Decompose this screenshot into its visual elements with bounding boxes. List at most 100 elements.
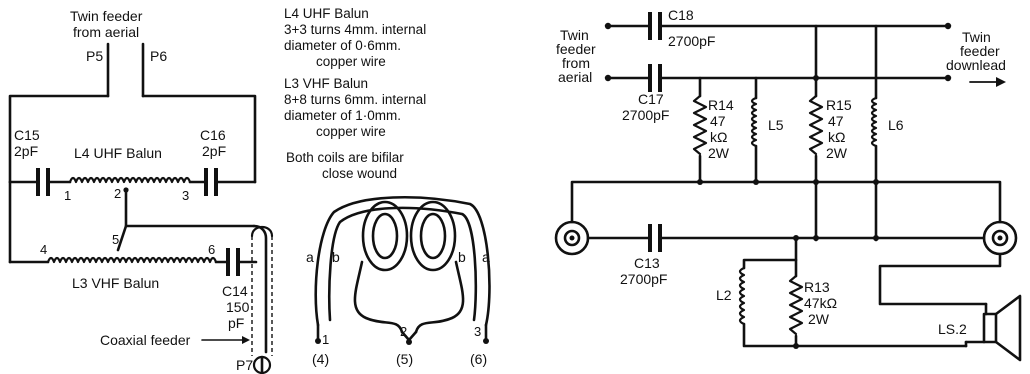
c13-name: C13 xyxy=(634,255,660,271)
coil-pin-4: (4) xyxy=(312,351,329,367)
left-balun-circuit: Twin feeder from aerial P5 P6 C15 2pF L4… xyxy=(8,8,274,374)
l4-uhf-balun-coil xyxy=(68,176,192,184)
l3-label: L3 VHF Balun xyxy=(72,275,159,291)
coil-outer-loop xyxy=(314,195,491,327)
l4-note-line-2: diameter of 0·6mm. xyxy=(284,38,401,53)
tap-1: 1 xyxy=(64,188,71,203)
c15-value: 2pF xyxy=(14,143,38,159)
c14-name: C14 xyxy=(222,283,248,299)
in-label-4: aerial xyxy=(558,69,592,85)
l6-label: L6 xyxy=(888,117,904,133)
right-filter-circuit: Twin feeder from aerial C18 2700pF C17 2… xyxy=(554,7,1022,362)
c16-value: 2pF xyxy=(202,143,226,159)
coax-inner xyxy=(252,224,268,354)
both-note-line-1: Both coils are bifilar xyxy=(286,150,404,165)
winding-notes: L4 UHF Balun 3+3 turns 4mm. internal dia… xyxy=(284,6,426,181)
coil-label-b-right: b xyxy=(458,249,466,265)
r14-v2: kΩ xyxy=(710,129,727,145)
ls-label: LS.2 xyxy=(938,321,967,337)
l3-note-line-3: copper wire xyxy=(316,124,386,139)
r13-power: 2W xyxy=(808,311,830,327)
p6-wire xyxy=(141,94,257,184)
loudspeaker-magnet xyxy=(982,312,998,344)
c17-value: 2700pF xyxy=(622,107,669,123)
coil-pin-5: (5) xyxy=(396,351,413,367)
coil-turn-left-inner xyxy=(371,212,399,260)
coil-turn-right-inner xyxy=(419,212,447,260)
coil-pin-3: 3 xyxy=(474,324,481,339)
in-label-2: feeder xyxy=(556,41,596,57)
r15-v1: 47 xyxy=(828,113,844,129)
out-label-1: Twin xyxy=(962,29,991,45)
in-label-1: Twin xyxy=(560,27,589,43)
tap2-link-wire xyxy=(124,188,256,228)
c14-value-2: pF xyxy=(228,315,244,331)
p7-label: P7 xyxy=(236,357,253,373)
c13-value: 2700pF xyxy=(620,271,667,287)
l6-coil xyxy=(870,96,878,148)
l5-label: L5 xyxy=(768,117,784,133)
tap-5: 5 xyxy=(112,232,119,247)
c16-name: C16 xyxy=(200,127,226,143)
out-label-3: downlead xyxy=(946,57,1006,73)
l2-coil xyxy=(738,266,746,326)
coil-turn-right-outer xyxy=(409,200,457,272)
p5-wire xyxy=(8,94,110,184)
p5-label: P5 xyxy=(86,48,103,64)
tap-2: 2 xyxy=(114,186,121,201)
twin-feeder-label-2: from aerial xyxy=(73,24,139,40)
both-note-line-2: close wound xyxy=(322,166,397,181)
r14-name: R14 xyxy=(708,97,734,113)
bifilar-coil-drawing: a b b a 1 2 3 (4) (5) (6) xyxy=(306,195,491,367)
ls-feed-wire xyxy=(878,252,1002,306)
coil-turn-left-outer xyxy=(361,200,409,272)
r15-v3: 2W xyxy=(826,145,848,161)
in-label-3: from xyxy=(562,55,590,71)
r14-v3: 2W xyxy=(708,145,730,161)
r15-resistor xyxy=(808,94,824,156)
middle-rail xyxy=(570,180,1002,224)
l2-label: L2 xyxy=(716,287,732,303)
output-terminal-top xyxy=(944,22,952,30)
l3-vhf-balun-coil xyxy=(46,256,218,264)
l3-note-line-1: 8+8 turns 6mm. internal xyxy=(284,92,426,107)
coil-label-b-left: b xyxy=(332,249,340,265)
coaxial-feeder-label: Coaxial feeder xyxy=(100,332,191,348)
tap-4: 4 xyxy=(40,242,47,257)
r13-resistor xyxy=(788,274,804,336)
coil-end-3 xyxy=(483,338,489,344)
loudspeaker-cone xyxy=(994,294,1022,362)
l4-label: L4 UHF Balun xyxy=(74,145,162,161)
l3-note-title: L3 VHF Balun xyxy=(284,76,368,91)
l4-note-line-1: 3+3 turns 4mm. internal xyxy=(284,22,426,37)
l4-note-title: L4 UHF Balun xyxy=(284,6,369,21)
coil-label-a-left: a xyxy=(306,249,314,265)
p6-label: P6 xyxy=(150,48,167,64)
input-terminal-bottom xyxy=(604,74,612,82)
c18-value: 2700pF xyxy=(668,33,715,49)
r14-v1: 47 xyxy=(710,113,726,129)
coil-label-a-right: a xyxy=(482,249,490,265)
output-terminal-bottom xyxy=(944,74,952,82)
r13-value: 47kΩ xyxy=(804,295,837,311)
c15-name: C15 xyxy=(14,127,40,143)
out-label-2: feeder xyxy=(960,43,1000,59)
c18-name: C18 xyxy=(668,7,694,23)
c14-value-1: 150 xyxy=(226,299,250,315)
r15-name: R15 xyxy=(826,97,852,113)
coil-end-1 xyxy=(315,338,321,344)
r14-resistor xyxy=(692,94,708,156)
input-terminal-top xyxy=(604,22,612,30)
l5-coil xyxy=(750,96,758,148)
coil-pin-6: (6) xyxy=(470,351,487,367)
c17-name: C17 xyxy=(638,91,664,107)
twin-feeder-label-1: Twin feeder xyxy=(70,8,143,24)
r15-v2: kΩ xyxy=(828,129,845,145)
l4-note-line-3: copper wire xyxy=(316,54,386,69)
tap-3: 3 xyxy=(182,188,189,203)
tap-6: 6 xyxy=(208,242,215,257)
coil-end-2 xyxy=(406,339,412,345)
r13-name: R13 xyxy=(804,279,830,295)
